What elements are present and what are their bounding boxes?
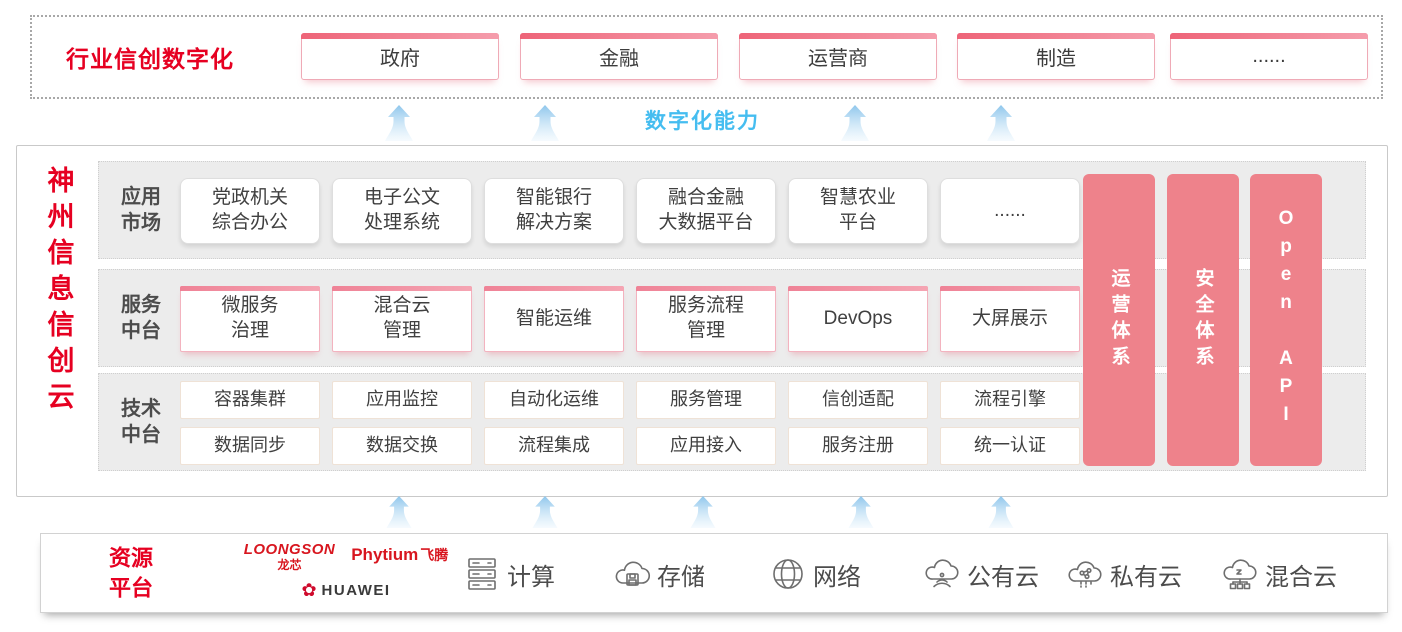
banner-title: 行业信创数字化 <box>66 46 234 72</box>
network-globe-icon <box>773 559 803 589</box>
phytium-logo: Phytium 飞腾 <box>351 545 449 564</box>
up-arrow-icon <box>385 105 413 141</box>
pillar-security-system: 安全体系 <box>1167 174 1239 466</box>
up-arrow-icon <box>848 496 874 528</box>
public-cloud-icon <box>925 559 959 588</box>
tech-box: 流程引擎 <box>940 381 1080 419</box>
service-box: 大屏展示 <box>940 286 1080 352</box>
service-box: 混合云 管理 <box>332 286 472 352</box>
huawei-flower-icon: ✿ <box>301 580 317 600</box>
app-box: 智慧农业 平台 <box>788 178 928 244</box>
tech-box: 应用接入 <box>636 427 776 465</box>
industry-label: 政府 <box>380 48 420 70</box>
resource-platform-label: 资源 平台 <box>109 545 154 600</box>
industry-label: ...... <box>1252 45 1286 67</box>
tech-box: 数据交换 <box>332 427 472 465</box>
industry-box-more: ...... <box>1170 33 1368 80</box>
app-box: 党政机关 综合办公 <box>180 178 320 244</box>
tech-box: 流程集成 <box>484 427 624 465</box>
row-label-service-platform: 服务 中台 <box>121 294 161 342</box>
app-box: 融合金融 大数据平台 <box>636 178 776 244</box>
app-box: 智能银行 解决方案 <box>484 178 624 244</box>
server-icon <box>468 558 496 590</box>
industry-label: 运营商 <box>808 48 868 70</box>
resource-item-storage: 存储 <box>613 554 705 594</box>
resource-item-public-cloud: 公有云 <box>923 554 1039 594</box>
row-label-app-market: 应用 市场 <box>121 186 161 234</box>
tech-box: 信创适配 <box>788 381 928 419</box>
up-arrow-icon <box>988 496 1014 528</box>
up-arrow-icon <box>531 105 559 141</box>
industry-box-operator: 运营商 <box>739 33 937 80</box>
loongson-logo: LOONGSON 龙芯 <box>243 541 336 572</box>
pillar-operation-system: 运营体系 <box>1083 174 1155 466</box>
hybrid-cloud-icon <box>1223 559 1257 590</box>
industry-box-government: 政府 <box>301 33 499 80</box>
tech-box: 容器集群 <box>180 381 320 419</box>
storage-cloud-icon <box>615 561 650 586</box>
up-arrow-icon <box>386 496 412 528</box>
tech-box: 服务注册 <box>788 427 928 465</box>
row-label-tech-platform: 技术 中台 <box>121 398 161 446</box>
resource-item-private-cloud: 私有云 <box>1066 554 1182 594</box>
tech-box: 数据同步 <box>180 427 320 465</box>
industry-label: 制造 <box>1036 48 1076 70</box>
cloud-platform-panel: 神州信息信创云 应用 市场 党政机关 综合办公 电子公文 处理系统 智能银行 解… <box>16 145 1388 497</box>
service-box: 微服务 治理 <box>180 286 320 352</box>
service-box: 智能运维 <box>484 286 624 352</box>
service-box: 服务流程 管理 <box>636 286 776 352</box>
huawei-logo: ✿ HUAWEI <box>301 580 391 600</box>
digital-capability-label: 数字化能力 <box>645 110 760 133</box>
resource-item-hybrid-cloud: 混合云 <box>1221 554 1337 594</box>
industry-banner: 行业信创数字化 政府 金融 运营商 制造 ...... <box>30 15 1383 99</box>
tech-box: 应用监控 <box>332 381 472 419</box>
app-box: 电子公文 处理系统 <box>332 178 472 244</box>
industry-box-finance: 金融 <box>520 33 718 80</box>
up-arrow-icon <box>690 496 716 528</box>
service-box: DevOps <box>788 286 928 352</box>
vendor-logos: LOONGSON 龙芯 Phytium 飞腾 ✿ HUAWEI <box>211 541 481 599</box>
industry-box-manufacturing: 制造 <box>957 33 1155 80</box>
tech-platform-band: 技术 中台 容器集群 应用监控 自动化运维 服务管理 信创适配 流程引擎 数据同… <box>98 373 1366 471</box>
private-cloud-icon <box>1068 561 1102 588</box>
tech-box: 统一认证 <box>940 427 1080 465</box>
resource-platform-panel: 资源 平台 LOONGSON 龙芯 Phytium 飞腾 ✿ HUAWEI <box>40 533 1388 613</box>
platform-side-title: 神州信息信创云 <box>43 166 74 418</box>
pillar-open-api: Open API <box>1250 174 1322 466</box>
tech-box: 自动化运维 <box>484 381 624 419</box>
resource-item-compute: 计算 <box>463 554 555 594</box>
tech-box: 服务管理 <box>636 381 776 419</box>
up-arrow-icon <box>532 496 558 528</box>
industry-label: 金融 <box>599 48 639 70</box>
up-arrow-icon <box>841 105 869 141</box>
app-box-more: ...... <box>940 178 1080 244</box>
up-arrow-icon <box>987 105 1015 141</box>
resource-item-network: 网络 <box>769 554 861 594</box>
